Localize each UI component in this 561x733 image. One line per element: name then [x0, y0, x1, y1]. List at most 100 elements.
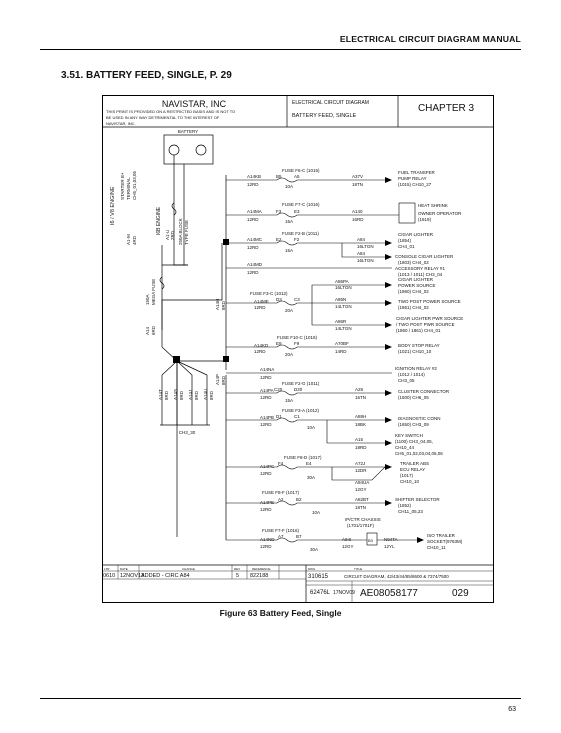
wire-label: A94UA	[355, 480, 369, 485]
gauge-label: 12RD	[254, 305, 266, 310]
gauge-label: 12RD	[254, 349, 266, 354]
wire-label: A1-M	[126, 234, 131, 245]
destination-label: (1852)	[398, 503, 412, 508]
fuse-label: TYPE FUSE	[184, 220, 189, 245]
starter-text: STARTER B+	[120, 172, 125, 200]
wire-label: A140	[352, 209, 363, 214]
arrow-icon	[385, 344, 392, 350]
destination-label: ISO TRAILER	[427, 533, 456, 538]
doc-name: BATTERY FEED, SINGLE	[292, 113, 357, 119]
wire-label: A14KB	[247, 174, 261, 179]
wire-label: 8RD	[221, 375, 226, 385]
fuse-pin: E4	[306, 461, 312, 466]
sub-number: 62476L	[310, 590, 331, 596]
fuse-title: FUSE F7-C (1016)	[282, 202, 320, 207]
gauge-label: 12DR	[355, 468, 367, 473]
fuse-title: FUSE F10-C (1018)	[277, 335, 318, 340]
wire-label: A14NA	[260, 367, 274, 372]
gauge-label: 14LTGN	[335, 304, 352, 309]
destination-label: ECU RELAY	[400, 467, 425, 472]
wire-label: A14	[145, 326, 150, 335]
restriction-line: NAVISTAR, INC.	[106, 121, 136, 126]
connector-pin: B3	[368, 538, 374, 543]
fuse-pin: E3	[294, 209, 300, 214]
wire-label: A14S	[173, 389, 178, 400]
gauge-label: 16LTGN	[335, 285, 352, 290]
diagram-frame	[102, 95, 494, 603]
destination-label: (1013 / 1011) CH3_04	[398, 272, 443, 277]
wire-label: A14KD	[254, 343, 269, 348]
arrow-icon	[385, 282, 392, 288]
wire-label: 8RD	[209, 390, 214, 400]
arrow-icon	[385, 240, 392, 246]
header-divider	[40, 49, 521, 50]
fuse-title: FUSE F3-A (1012)	[282, 408, 320, 413]
fuse-amps: 30A	[307, 475, 315, 480]
engine-label: I6B ENGINE	[156, 206, 162, 235]
rev-header: TITLE	[354, 567, 362, 571]
gauge-label: 12RD	[247, 217, 259, 222]
wire-label: A28	[355, 387, 364, 392]
fuse-title: FUSE F8-F (1017)	[262, 490, 300, 495]
fuse-pin: A5	[294, 174, 300, 179]
fuse-amps: 15A	[285, 248, 293, 253]
fuse-pin: F9	[294, 341, 300, 346]
fuse-amps: 10A	[312, 510, 320, 515]
destination-label: (1500) CH6_05	[398, 395, 429, 400]
destination-label: ACCESSORY RELAY #1	[395, 266, 445, 271]
destination-label: FUEL TRANSFER	[398, 170, 436, 175]
engine-label: I6 / V8 ENGINE	[110, 186, 116, 225]
section-title: 3.51. BATTERY FEED, SINGLE, P. 29	[61, 70, 232, 81]
fuse-amps: 20A	[285, 308, 293, 313]
rev-header: CHANGE	[182, 567, 195, 571]
destination-label: CIGAR LIGHTER	[398, 277, 434, 282]
gauge-label: 12RD	[260, 422, 272, 427]
wire-label: A84	[357, 237, 366, 242]
destination-label: TWO POST POWER SOURCE	[398, 299, 461, 304]
wire-label: 4RD	[132, 235, 137, 245]
wire-label: A14P	[215, 374, 220, 385]
arrow-icon	[385, 417, 392, 423]
destination-label: (1012 / 1014)	[398, 372, 425, 377]
destination-label: (1619)	[418, 217, 432, 222]
splice-node-right	[223, 356, 229, 362]
gauge-label: 12RD	[260, 395, 272, 400]
wire-label: A37V	[352, 174, 363, 179]
splice-node-lower	[173, 356, 180, 363]
rev-number: 5	[236, 573, 239, 579]
gauge-label: 16LTGN	[357, 244, 374, 249]
wire-label: A14U	[203, 389, 208, 400]
fuse-pin: A7	[278, 534, 284, 539]
chassis-label: IP/CTR CHASSIS	[345, 517, 381, 522]
arrow-icon	[385, 464, 392, 470]
wire-label: A14H	[215, 299, 220, 310]
gauge-label: 12RD	[260, 544, 272, 549]
manual-title: ELECTRICAL CIRCUIT DIAGRAM MANUAL	[339, 34, 521, 44]
destination-label: PUMP RELAY	[398, 176, 427, 181]
rev-reference: 822188	[250, 573, 268, 579]
wire-label: A14J	[188, 390, 193, 400]
fuse-pin: F3	[276, 209, 282, 214]
destination-label: (1100) CH3_04,05,	[395, 439, 433, 444]
destination-label: TRAILER ABS	[400, 461, 429, 466]
fuse-title: FUSE F6-C (1015)	[282, 168, 320, 173]
wire-label: A1-U	[165, 230, 170, 240]
fuse-amps: 20A	[285, 352, 293, 357]
gauge-label: 12RD	[260, 507, 272, 512]
battery-label: BATTERY	[178, 129, 198, 134]
sheet-number: 029	[452, 588, 469, 599]
company-name: NAVISTAR, INC	[162, 99, 227, 109]
restriction-line: BE USED IN ANY WAY DETRIMENTAL TO THE IN…	[106, 115, 220, 120]
gauge-label: 12RD	[247, 270, 259, 275]
destination-label: CH3_05	[398, 378, 415, 383]
arrow-icon	[385, 177, 392, 183]
wire-label: A86N	[335, 297, 346, 302]
gauge-label: 12RD	[260, 375, 272, 380]
arrow-icon	[417, 537, 424, 543]
destination-label: CH4_01	[398, 244, 415, 249]
rev-header: REFERENCE	[252, 567, 271, 571]
fuse-pin: C1	[294, 414, 300, 419]
fuse-pin: F2	[294, 237, 300, 242]
wire-label: A94I	[342, 537, 351, 542]
destination-label: SOCKET(9763M)	[427, 539, 463, 544]
